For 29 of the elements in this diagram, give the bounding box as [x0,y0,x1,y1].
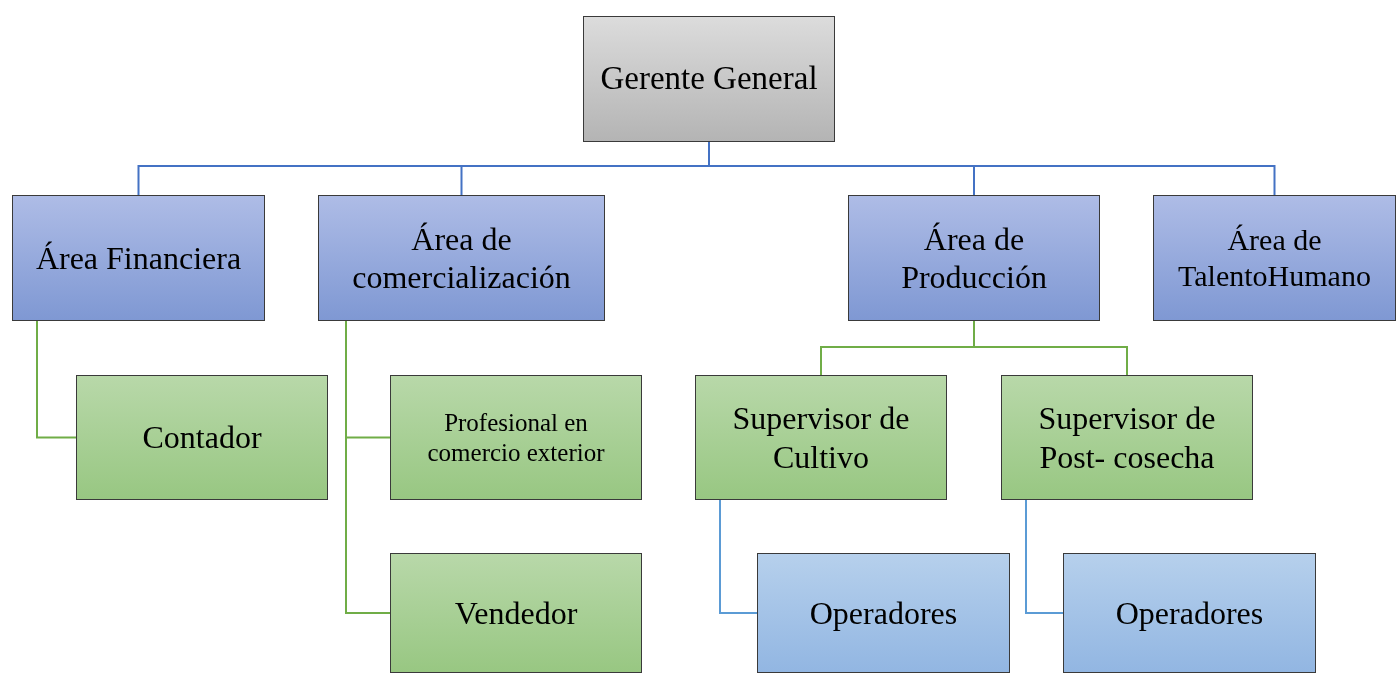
area-box [318,195,605,321]
area-box [848,195,1100,321]
box-label: Área de TalentoHumano [1177,222,1372,294]
role-box [390,553,642,673]
operator-box [1063,553,1316,673]
connector-line [1025,499,1064,614]
connector-line [719,499,758,614]
role-box [1001,375,1253,500]
area-box [12,195,265,321]
box-label: Área Financiera [34,238,243,278]
connector-line [345,320,391,614]
role-box [76,375,328,500]
role-box [695,375,947,500]
connector-line [973,320,1128,376]
box-label: Vendedor [453,593,579,633]
area-box [1153,195,1396,321]
operator-box [757,553,1010,673]
box-label: Operadores [1114,593,1265,633]
box-label: Gerente General [599,59,819,99]
box-label: Profesional en comercio exterior [426,407,606,468]
box-label: Área de comercialización [351,219,572,297]
box-label: Operadores [808,593,959,633]
manager-box [583,16,835,142]
box-label: Supervisor de Post- cosecha [1037,399,1217,476]
box-label: Área de Producción [900,219,1048,297]
role-box [390,375,642,500]
box-label: Contador [141,418,263,457]
box-label: Supervisor de Cultivo [731,399,911,476]
connector-line [36,320,77,439]
